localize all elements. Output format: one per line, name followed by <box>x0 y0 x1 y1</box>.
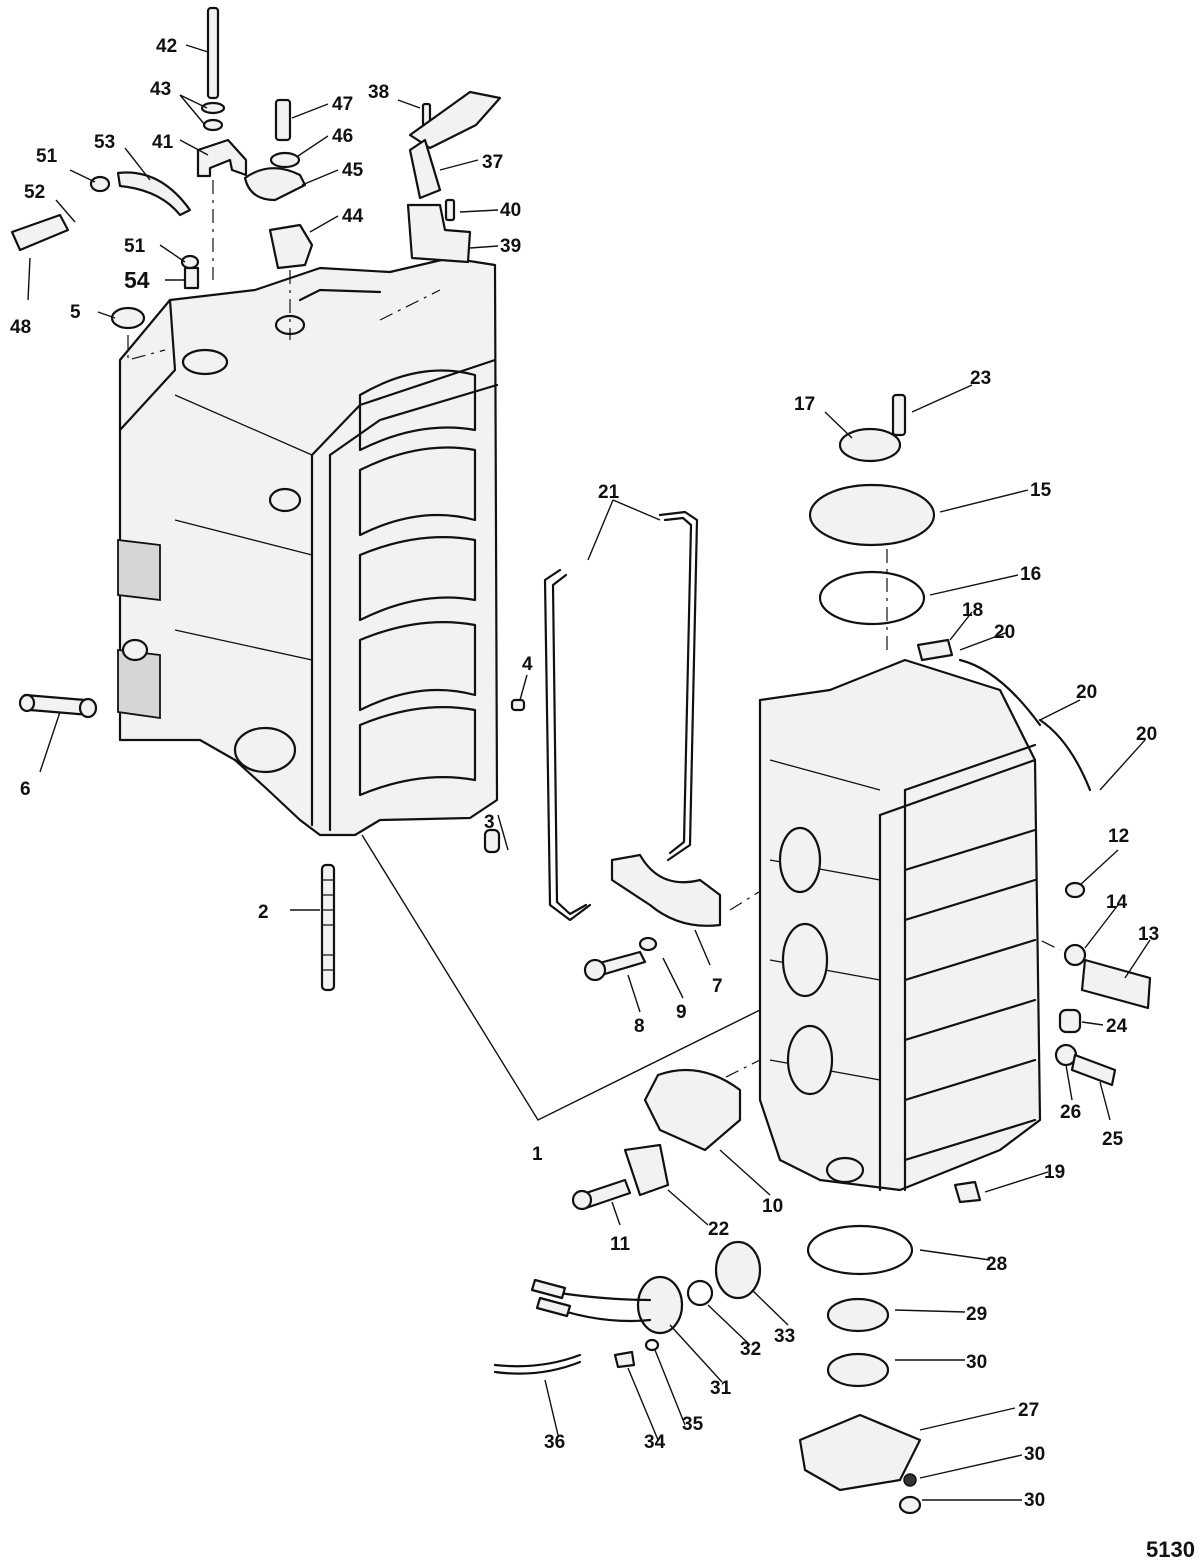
callout-9: 9 <box>676 1002 687 1023</box>
callout-29: 28 <box>986 1254 1007 1275</box>
callout-22: 21 <box>598 482 620 503</box>
callout-49: 47 <box>332 94 353 115</box>
callout-15: 15 <box>1030 480 1052 501</box>
leader-1 <box>361 834 761 1121</box>
callout-30a: 29 <box>966 1304 987 1325</box>
callout-24: 23 <box>970 368 991 389</box>
callout-43: 41 <box>152 132 174 153</box>
sleeve-part-6 <box>18 693 98 719</box>
cover-hardware <box>808 393 1152 1204</box>
callout-33: 31 <box>710 1378 732 1399</box>
callout-26: 25 <box>1102 1129 1124 1150</box>
callout-28: 27 <box>1018 1400 1039 1421</box>
callout-4: 4 <box>522 654 533 675</box>
callout-42: 40 <box>500 200 521 221</box>
callout-32: 30 <box>1024 1444 1045 1465</box>
callout-6: 6 <box>20 779 31 800</box>
callout-14: 14 <box>1106 892 1128 913</box>
callout-38: 36 <box>544 1432 565 1453</box>
callout-11: 11 <box>610 1234 631 1255</box>
callout-12: 12 <box>1108 826 1129 847</box>
callout-34: 32 <box>740 1339 761 1360</box>
lower-assembly <box>493 1224 922 1515</box>
callout-21: 20 <box>1076 682 1097 703</box>
callout-46: 44 <box>342 206 364 227</box>
callout-25: 24 <box>1106 1016 1128 1037</box>
cylinder-block <box>117 256 499 837</box>
callout-50: 48 <box>10 317 31 338</box>
callout-36: 34 <box>644 1432 666 1453</box>
callout-17: 17 <box>794 394 815 415</box>
callout-51a: 51 <box>36 146 58 167</box>
callout-20a: 20 <box>994 622 1015 643</box>
callout-2: 2 <box>258 902 269 923</box>
callout-30b: 30 <box>966 1352 987 1373</box>
callout-1: 1 <box>532 1144 543 1165</box>
callout-23: 22 <box>708 1219 729 1240</box>
crankcase-cover <box>758 658 1042 1192</box>
callout-5: 5 <box>70 302 81 323</box>
callout-48: 46 <box>332 126 353 147</box>
callout-8: 8 <box>634 1016 645 1037</box>
callout-7: 7 <box>712 976 723 997</box>
callout-3: 3 <box>484 812 495 833</box>
callout-labels: 42 43 41 47 46 45 44 38 37 40 39 51 53 5… <box>10 36 1159 1511</box>
callout-37: 35 <box>682 1414 704 1435</box>
callout-54: 54 <box>124 267 150 293</box>
callout-41: 39 <box>500 236 521 257</box>
callout-47: 45 <box>342 160 364 181</box>
callout-44: 42 <box>156 36 177 57</box>
dowel-pins <box>483 698 526 854</box>
leader-lines <box>27 44 1151 1501</box>
callout-16: 16 <box>1020 564 1041 585</box>
callout-52: 52 <box>24 182 45 203</box>
stud-part-2 <box>320 863 336 992</box>
callout-13: 13 <box>1138 924 1159 945</box>
top-hardware <box>10 6 502 330</box>
callout-10: 10 <box>762 1196 783 1217</box>
callout-51b: 51 <box>124 236 146 257</box>
callout-20b: 20 <box>1136 724 1157 745</box>
callout-40: 38 <box>368 82 389 103</box>
callout-31: 30 <box>1024 1490 1045 1511</box>
callout-45: 43 <box>150 79 171 100</box>
callout-39: 37 <box>482 152 503 173</box>
figure-number: 5130 <box>1146 1537 1195 1562</box>
callout-18: 18 <box>962 600 983 621</box>
bearing-halves <box>571 853 742 1211</box>
tube-part-22 <box>543 510 699 922</box>
callout-53: 53 <box>94 132 115 153</box>
callout-27: 26 <box>1060 1102 1081 1123</box>
callout-35: 33 <box>774 1326 795 1347</box>
callout-19: 19 <box>1044 1162 1065 1183</box>
